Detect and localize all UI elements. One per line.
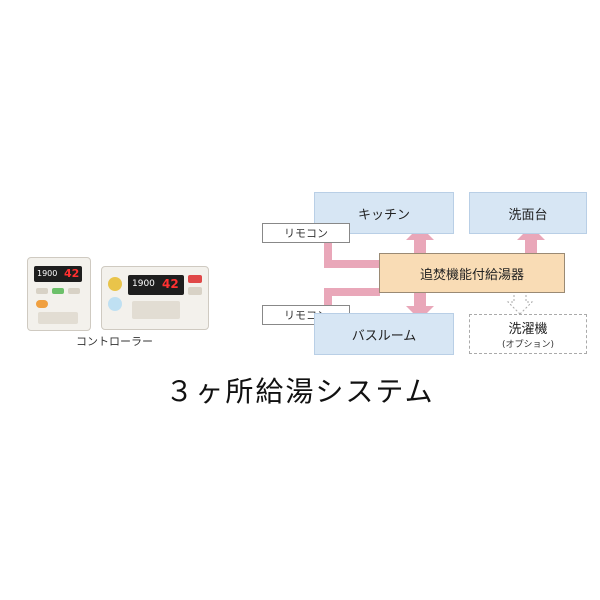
remote-button — [68, 288, 80, 294]
washbasin-box: 洗面台 — [469, 192, 587, 234]
kitchen-remote-box: リモコン — [262, 223, 350, 243]
washer-note: (オプション) — [501, 340, 555, 350]
remote-display: 1900 42 — [128, 275, 184, 295]
washbasin-label: 洗面台 — [508, 207, 548, 223]
kitchen-remote-controller: 1900 42 — [27, 257, 91, 331]
washer-label: 洗濯機 — [508, 322, 548, 337]
remote-button — [188, 275, 202, 283]
page-title: ３ヶ所給湯システム — [165, 375, 435, 408]
bathroom-label: バスルーム — [351, 328, 417, 344]
remote-grille — [38, 312, 78, 324]
remote-button — [52, 288, 64, 294]
washer-box: 洗濯機 (オプション) — [469, 314, 587, 354]
remote-button — [108, 297, 122, 311]
bath-remote-controller: 1900 42 — [101, 266, 209, 330]
display-time: 1900 — [132, 279, 155, 289]
pipe-kitchen-remote — [324, 243, 380, 268]
remote-button — [36, 288, 48, 294]
heater-box: 追焚機能付給湯器 — [379, 253, 565, 293]
remote-grille — [132, 301, 180, 319]
display-time: 1900 — [37, 269, 58, 278]
heater-label: 追焚機能付給湯器 — [419, 267, 524, 283]
kitchen-label: キッチン — [357, 207, 410, 223]
bathroom-box: バスルーム — [314, 313, 454, 355]
display-temp: 42 — [162, 277, 179, 291]
remote-label: リモコン — [284, 227, 328, 240]
controller-label: コントローラー — [76, 335, 153, 348]
display-temp: 42 — [64, 267, 80, 280]
arrow-down-washer — [506, 291, 534, 315]
remote-button — [188, 287, 202, 295]
remote-button — [36, 300, 48, 308]
remote-button — [108, 277, 122, 291]
remote-display: 1900 42 — [34, 266, 82, 282]
